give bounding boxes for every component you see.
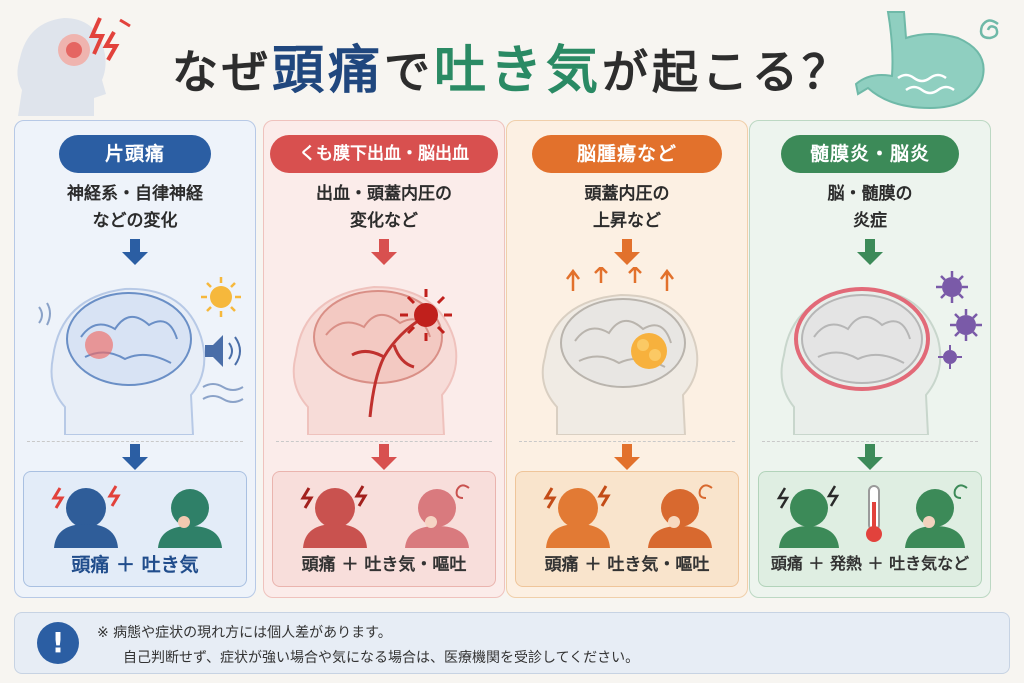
thermometer-icon [866, 485, 882, 542]
arrow-down-icon [371, 444, 397, 470]
column-brain-tumor: 脳腫瘍など 頭蓋内圧の 上昇など 頭痛 ＋ 吐き気・嘔吐 [506, 120, 748, 598]
brain-inflammation-illustration [780, 271, 982, 435]
page-title: なぜ頭痛で吐き気が起こる？ [171, 41, 853, 101]
column-hemorrhage: くも膜下出血・脳出血 出血・頭蓋内圧の 変化など 頭痛 ＋ 吐き気・嘔吐 [263, 120, 505, 598]
headache-vomiting-figures [300, 484, 470, 548]
note-line-1: ※ 病態や症状の現れ方には個人差があります。 [97, 625, 392, 641]
column-meningitis: 髄膜炎・脳炎 脳・髄膜の 炎症 [749, 120, 991, 598]
column-migraine: 片頭痛 神経系・自律神経 などの変化 頭痛 ＋ 吐き気 [14, 120, 256, 598]
divider [762, 441, 978, 442]
headache-vomiting-figures [543, 484, 713, 548]
symptom-text: 頭痛 ＋ 吐き気 [71, 554, 199, 576]
brain-illustration [38, 277, 244, 435]
cause-text: 頭蓋内圧の 上昇など [584, 184, 670, 231]
symptom-text: 頭痛 ＋ 発熱 ＋ 吐き気など [770, 554, 970, 573]
category-label: くも膜下出血・脳出血 [270, 135, 498, 173]
symptom-text: 頭痛 ＋ 吐き気・嘔吐 [301, 555, 467, 575]
caution-note: ! ※ 病態や症状の現れ方には個人差があります。 自己判断せず、症状が強い場合や… [14, 612, 1010, 674]
divider [27, 441, 243, 442]
arrow-down-icon [614, 239, 640, 265]
category-label: 片頭痛 [59, 135, 211, 173]
arrow-down-icon [122, 239, 148, 265]
cause-text: 出血・頭蓋内圧の 変化など [316, 184, 452, 231]
headache-nausea-figures [51, 485, 222, 548]
symptom-box: 頭痛 ＋ 発熱 ＋ 吐き気など [758, 471, 982, 587]
headache-fever-nausea-figures [776, 484, 968, 548]
exclamation-icon: ! [37, 622, 79, 664]
cause-text: 神経系・自律神経 などの変化 [67, 184, 203, 231]
symptom-text: 頭痛 ＋ 吐き気・嘔吐 [544, 555, 710, 575]
header: なぜ頭痛で吐き気が起こる？ [0, 0, 1024, 116]
arrow-down-icon [371, 239, 397, 265]
arrow-down-icon [122, 444, 148, 470]
cause-text: 脳・髄膜の 炎症 [827, 184, 913, 231]
note-line-2: 自己判断せず、症状が強い場合や気になる場合は、医療機関を受診してください。 [123, 650, 640, 666]
symptom-box: 頭痛 ＋ 吐き気 [23, 471, 247, 587]
arrow-down-icon [614, 444, 640, 470]
symptom-box: 頭痛 ＋ 吐き気・嘔吐 [515, 471, 739, 587]
symptom-box: 頭痛 ＋ 吐き気・嘔吐 [272, 471, 496, 587]
arrow-down-icon [857, 239, 883, 265]
category-label: 脳腫瘍など [532, 135, 722, 173]
arrow-down-icon [857, 444, 883, 470]
divider [519, 441, 735, 442]
divider [276, 441, 492, 442]
stomach-nausea-icon [854, 11, 999, 110]
brain-tumor-illustration [541, 267, 699, 435]
brain-hemorrhage-illustration [292, 285, 458, 435]
category-label: 髄膜炎・脳炎 [781, 135, 959, 173]
head-pain-icon [17, 17, 131, 116]
